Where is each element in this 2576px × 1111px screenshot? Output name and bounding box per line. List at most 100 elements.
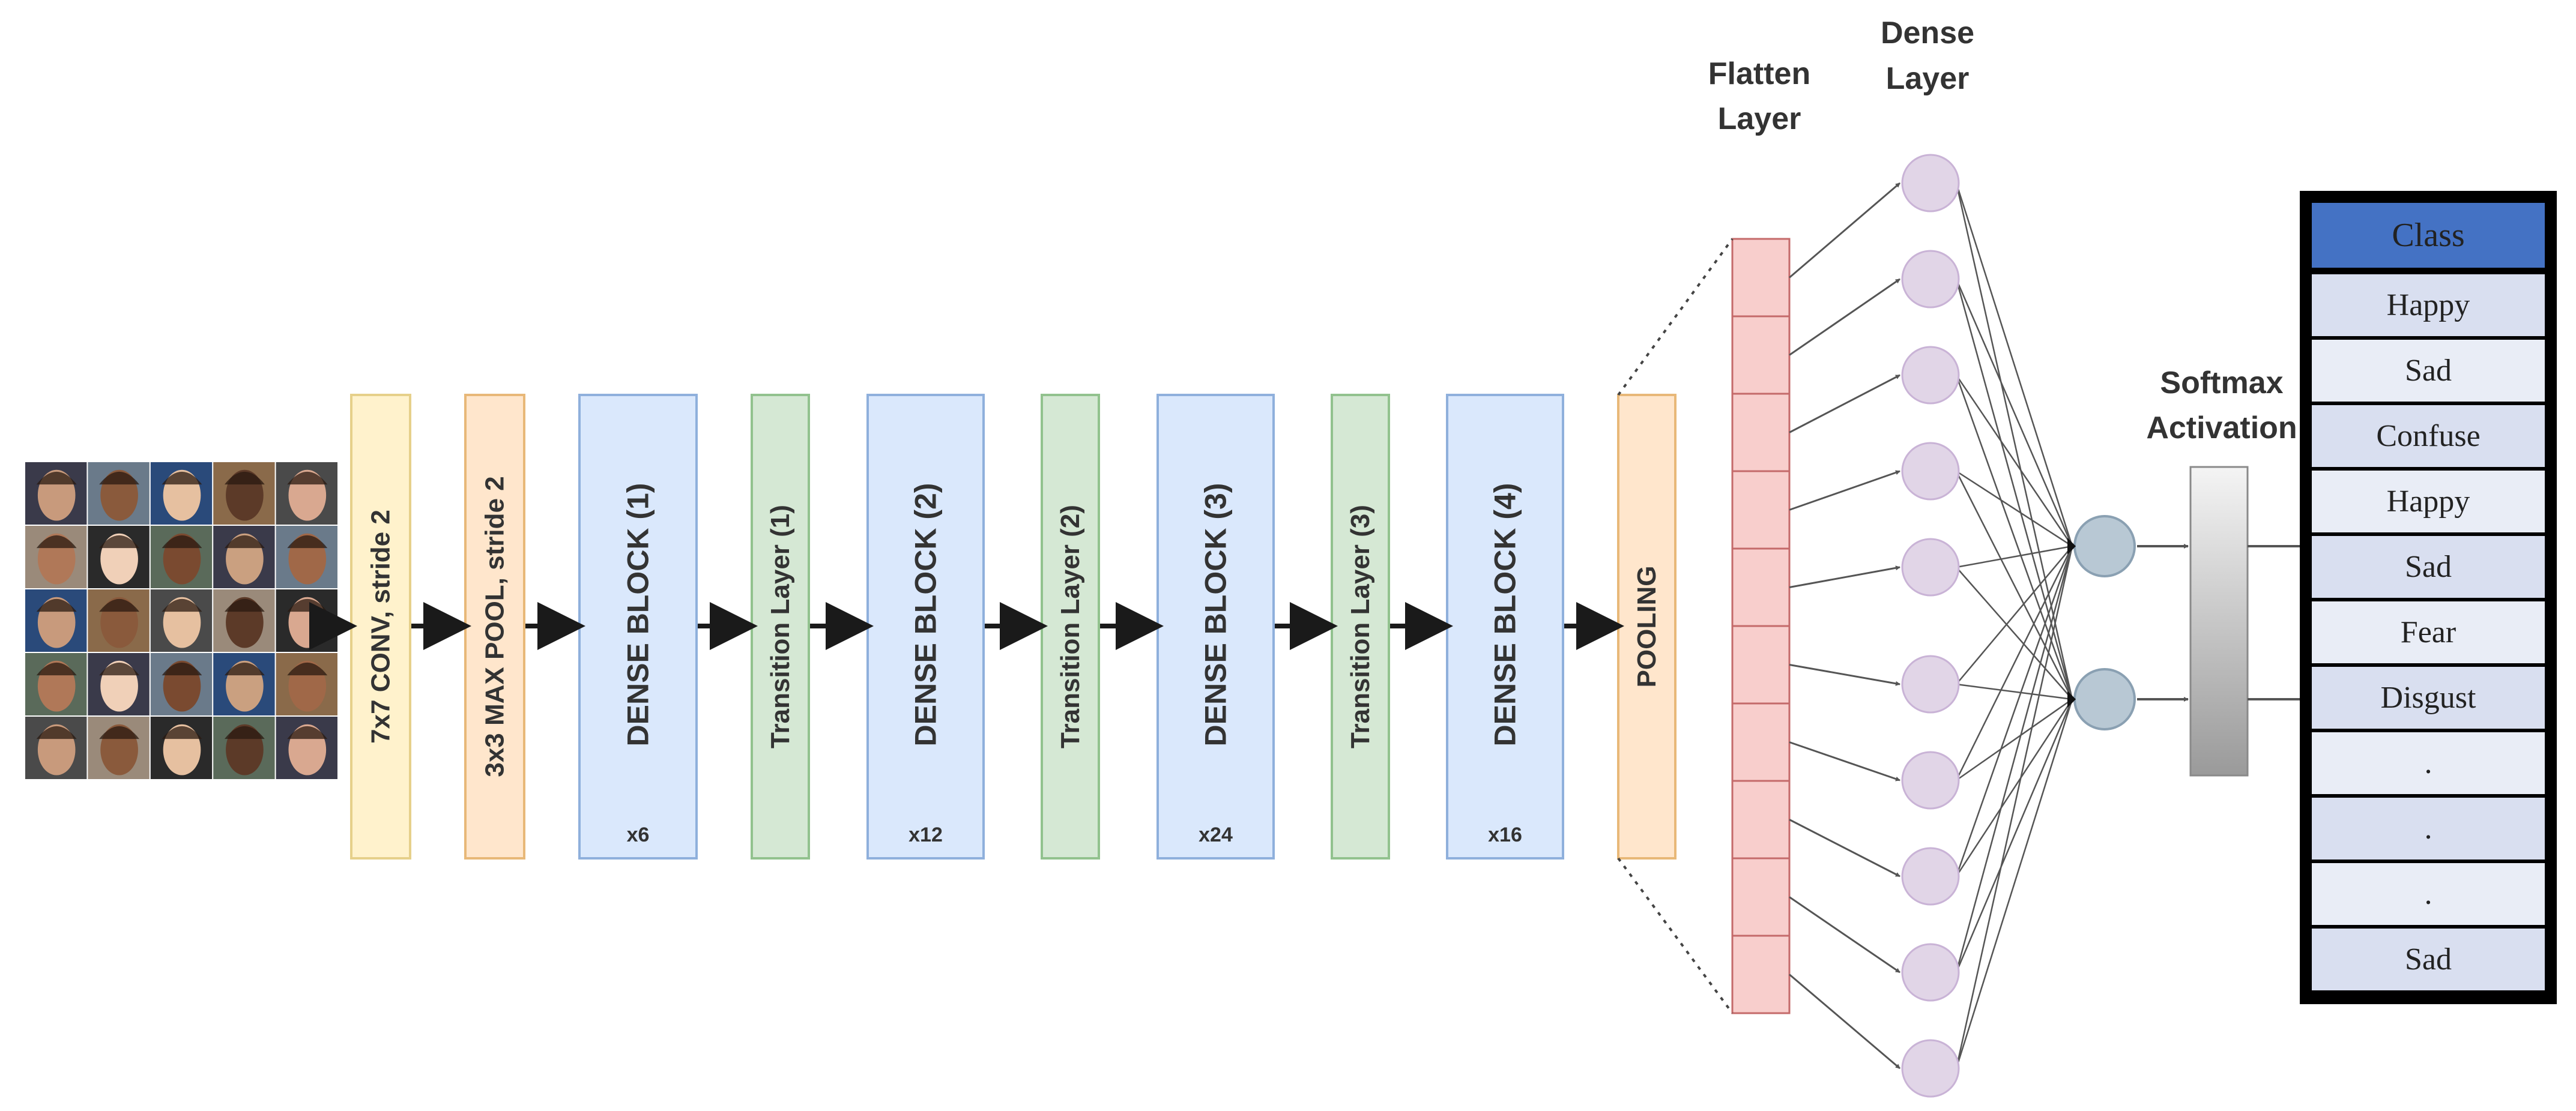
dense-node — [1901, 442, 1960, 501]
class-row — [2312, 405, 2545, 467]
hair-shape — [36, 598, 77, 612]
class-row-label: . — [2425, 877, 2432, 911]
hair-shape — [287, 535, 328, 549]
layer-repeat-dense2: x12 — [909, 823, 943, 846]
class-row — [2312, 798, 2545, 860]
layer-label-conv: 7x7 CONV, stride 2 — [366, 510, 396, 744]
hair-shape — [287, 726, 328, 739]
projection-line-bottom — [1617, 857, 1734, 1014]
flatten-cell — [1731, 393, 1791, 472]
dense-node — [1901, 538, 1960, 597]
class-row — [2312, 929, 2545, 990]
dense-output-connection — [1955, 182, 2073, 700]
projection-line-top — [1617, 238, 1734, 396]
dense-output-connection — [1956, 546, 2073, 685]
hair-shape — [287, 662, 328, 676]
dense-title-line1: Dense — [1881, 16, 1974, 50]
class-row — [2312, 863, 2545, 925]
layer-block-dense3 — [1156, 394, 1275, 860]
dense-title-line2: Layer — [1886, 61, 1970, 96]
hair-shape — [99, 726, 140, 739]
class-table: ClassHappySadConfuseHappySadFearDisgust.… — [2300, 191, 2557, 1004]
class-row — [2312, 667, 2545, 729]
layer-label-dense4: DENSE BLOCK (4) — [1489, 483, 1522, 747]
flatten-dense-connection — [1789, 565, 1900, 588]
dense-node — [1901, 751, 1960, 810]
flatten-title-line2: Layer — [1718, 101, 1801, 136]
hair-shape — [99, 535, 140, 549]
class-row — [2312, 340, 2545, 402]
layer-label-maxpool: 3x3 MAX POOL, stride 2 — [480, 476, 510, 777]
dense-layer: Dense Layer — [1881, 16, 1974, 96]
flatten-cell — [1731, 238, 1791, 318]
flatten-cell — [1731, 625, 1791, 705]
flatten-cell — [1731, 935, 1791, 1014]
dense-nodes — [1901, 154, 1960, 1098]
dense-output-connection — [1955, 699, 2073, 1069]
hair-shape — [99, 598, 140, 612]
class-row-label: Disgust — [2381, 681, 2476, 715]
dense-output-connection — [1955, 375, 2073, 547]
class-row-label: Sad — [2405, 550, 2452, 584]
hair-shape — [36, 662, 77, 676]
dense-node — [1901, 346, 1960, 405]
class-table-header — [2312, 203, 2545, 268]
flatten-dense-connection — [1789, 974, 1900, 1070]
class-row — [2312, 274, 2545, 336]
hair-shape — [36, 726, 77, 739]
flatten-cell — [1731, 470, 1791, 550]
flatten-dense-connection — [1789, 374, 1900, 433]
output-node-arrowhead — [2067, 538, 2076, 555]
dense-output-connection — [1956, 545, 2073, 568]
softmax-title-line1: Softmax — [2160, 366, 2283, 400]
dense-output-connection — [1956, 698, 2073, 781]
layer-block-maxpool — [464, 394, 525, 860]
hair-shape — [162, 726, 202, 739]
flatten-cell — [1731, 702, 1791, 782]
dense-node — [1901, 1039, 1960, 1098]
layer-repeat-dense3: x24 — [1199, 823, 1233, 846]
hair-shape — [162, 471, 202, 485]
layer-repeat-dense4: x16 — [1488, 823, 1522, 846]
class-row-label: Happy — [2387, 484, 2470, 519]
layer-block-dense1 — [578, 394, 698, 860]
flatten-dense-connection — [1789, 741, 1900, 781]
layer-label-dense2: DENSE BLOCK (2) — [909, 483, 943, 747]
hair-shape — [224, 662, 265, 676]
layer-block-trans3 — [1331, 394, 1390, 860]
hair-shape — [287, 471, 328, 485]
hair-shape — [224, 726, 265, 739]
class-row-label: Sad — [2405, 354, 2452, 388]
layer-pipeline: 7x7 CONV, stride 2 3x3 MAX POOL, stride 2… — [350, 394, 1677, 860]
layer-repeat-dense1: x6 — [627, 823, 650, 846]
layer-label-trans1: Transition Layer (1) — [766, 505, 795, 748]
neuron-connections — [1789, 182, 2073, 1070]
dense-output-connection — [1955, 546, 2073, 781]
layer-block-pooling — [1617, 394, 1677, 860]
dense-output-connection — [1955, 546, 2073, 877]
layer-block-trans2 — [1041, 394, 1100, 860]
dense-output-connection — [1955, 546, 2073, 973]
layer-label-trans3: Transition Layer (3) — [1346, 505, 1375, 748]
softmax-bar — [2189, 466, 2249, 777]
dense-node — [1901, 250, 1960, 309]
class-row-label: . — [2425, 811, 2432, 846]
hair-shape — [36, 535, 77, 549]
layer-label-dense1: DENSE BLOCK (1) — [621, 483, 655, 747]
class-row-label: . — [2425, 746, 2432, 780]
flatten-dense-connection — [1789, 896, 1900, 974]
dense-node — [1901, 154, 1960, 212]
hair-shape — [224, 471, 265, 485]
flatten-title-line1: Flatten — [1708, 56, 1810, 91]
dense-output-connection — [1956, 567, 2073, 700]
hair-shape — [162, 662, 202, 676]
flatten-layer: Flatten Layer — [1617, 56, 1810, 1014]
hair-shape — [162, 535, 202, 549]
hair-shape — [99, 471, 140, 485]
dense-output-connection — [1956, 683, 2073, 700]
dense-node — [1901, 655, 1960, 714]
dense-output-connection — [1955, 699, 2073, 973]
output-node-arrowhead — [2067, 691, 2076, 708]
class-row-label: Happy — [2387, 288, 2470, 322]
